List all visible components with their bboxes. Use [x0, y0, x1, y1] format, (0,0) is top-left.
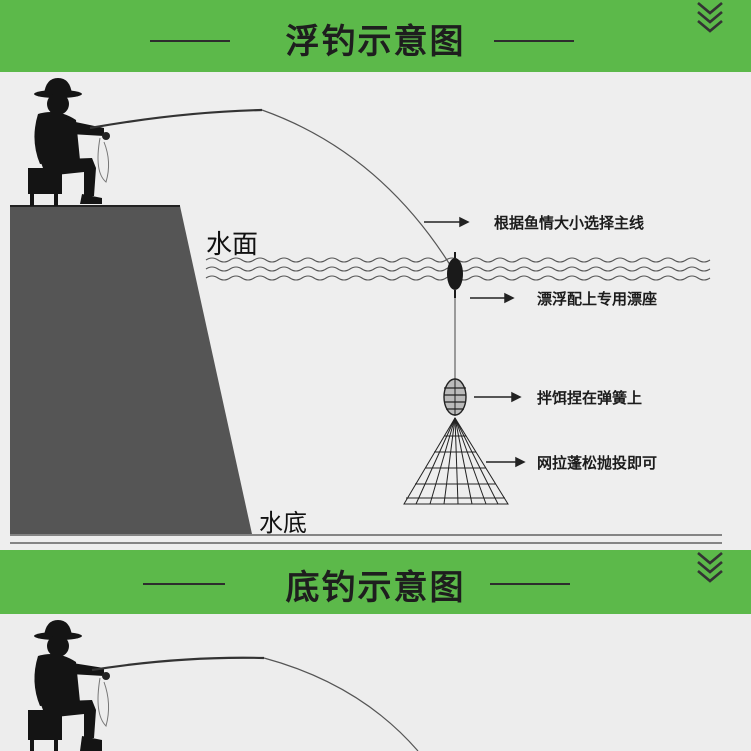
- water-bottom-label: 水底: [259, 509, 307, 537]
- bank-shape: [10, 206, 252, 534]
- bottom-fishing-diagram: [0, 614, 751, 751]
- bait-net-icon: [403, 417, 509, 505]
- chevron-down-icon[interactable]: [695, 550, 725, 584]
- bait-spring-icon: [443, 378, 467, 416]
- title-rule-right: [494, 40, 574, 42]
- annotation-arrows: [424, 216, 526, 468]
- bottom-fishing-illustration: [28, 620, 419, 751]
- water-surface-label: 水面: [206, 230, 259, 260]
- main-line: [261, 109, 453, 269]
- float-icon: [447, 252, 463, 298]
- annotation-float: 漂浮配上专用漂座: [537, 290, 658, 308]
- bottom-fishing-title: 底钓示意图: [285, 568, 466, 608]
- float-fishing-diagram: 水面 水底 根据鱼情大小选择主线 漂浮配上专用漂座 拌饵捏在弹簧上 网拉蓬松抛投…: [0, 72, 751, 550]
- annotation-main-line: 根据鱼情大小选择主线: [494, 214, 645, 232]
- bottom-fishing-banner: 底钓示意图: [0, 550, 751, 614]
- title-rule-left: [150, 40, 230, 42]
- annotation-net: 网拉蓬松抛投即可: [537, 454, 658, 472]
- angler-silhouette: [28, 620, 104, 751]
- annotation-bait-spring: 拌饵捏在弹簧上: [537, 389, 643, 407]
- float-fishing-banner: 浮钓示意图: [0, 0, 751, 72]
- float-fishing-title: 浮钓示意图: [285, 22, 466, 62]
- title-rule-right: [490, 583, 570, 585]
- fishing-rod: [91, 656, 265, 672]
- chevron-down-icon[interactable]: [695, 0, 725, 34]
- main-line: [263, 657, 419, 751]
- float-fishing-illustration: [10, 78, 722, 544]
- title-rule-left: [143, 583, 225, 585]
- fishing-rod: [89, 108, 263, 130]
- angler-silhouette: [28, 78, 104, 206]
